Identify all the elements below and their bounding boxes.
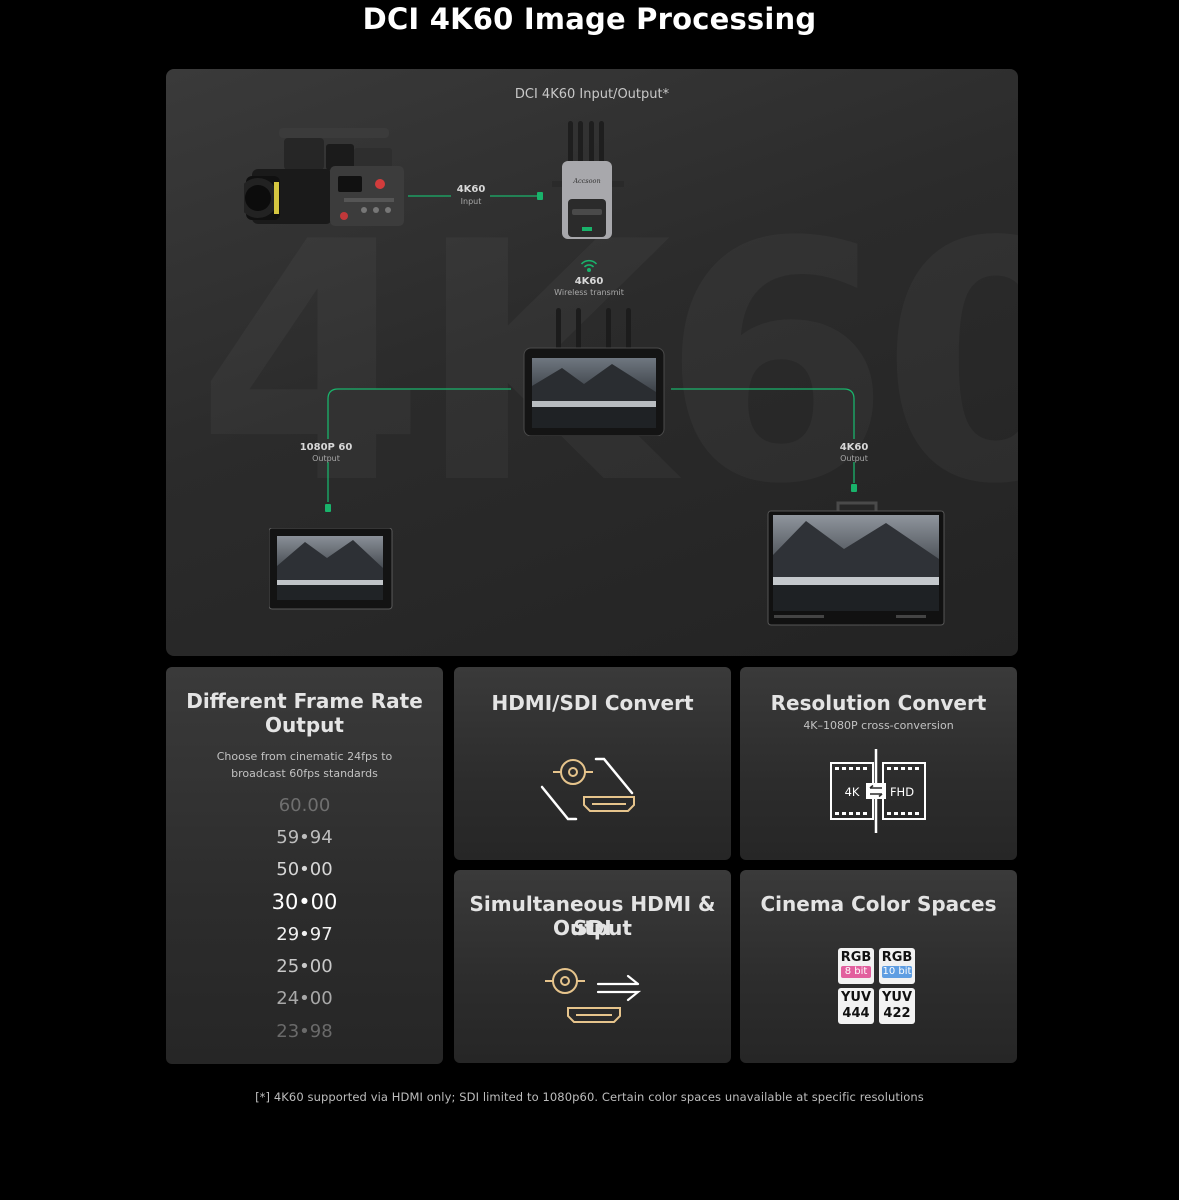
fps-option: 50•00 bbox=[276, 859, 333, 880]
hdmi-sdi-convert-card: HDMI/SDI Convert bbox=[454, 667, 731, 860]
resolution-convert-card: Resolution Convert 4K–1080P cross-conver… bbox=[740, 667, 1017, 860]
wireless-sublabel: Wireless transmit bbox=[554, 288, 624, 297]
color-spaces-card: Cinema Color Spaces RGB 8 bit RGB 10 bit… bbox=[740, 870, 1017, 1063]
right-output-label: 4K60 bbox=[839, 442, 869, 453]
input-sublabel: Input bbox=[460, 197, 482, 206]
fps-option: 24•00 bbox=[276, 988, 333, 1009]
svg-text:Accsoon: Accsoon bbox=[572, 177, 600, 185]
diagram-caption: DCI 4K60 Input/Output* bbox=[514, 87, 670, 102]
color-space-tile-top: RGB bbox=[881, 950, 913, 965]
resolution-left-label: 4K bbox=[844, 785, 860, 799]
resolution-convert-icon bbox=[830, 749, 926, 833]
fps-option: 23•98 bbox=[276, 1021, 333, 1042]
page-title: DCI 4K60 Image Processing bbox=[362, 2, 817, 36]
fps-option: 29•97 bbox=[276, 924, 333, 945]
color-space-tile-bottom: 422 bbox=[883, 1006, 911, 1021]
connection-lines bbox=[325, 192, 857, 512]
frame-rate-title-line2: Output bbox=[265, 713, 344, 737]
simultaneous-output-card: Simultaneous HDMI & SDI Output bbox=[454, 870, 731, 1063]
frame-rate-title-line1: Different Frame Rate bbox=[186, 689, 423, 713]
fps-option: 25•00 bbox=[276, 956, 333, 977]
color-space-tile-rgb-8bit: RGB 8 bit bbox=[838, 948, 874, 984]
color-space-tile-bottom: 444 bbox=[842, 1006, 870, 1021]
fps-option: 59•94 bbox=[276, 827, 333, 848]
diagram-panel: 4K60 DCI 4K60 Input/Output* bbox=[166, 69, 1018, 656]
frame-rate-subtitle-line1: Choose from cinematic 24fps to bbox=[216, 750, 393, 763]
hdmi-sdi-convert-title: HDMI/SDI Convert bbox=[491, 691, 694, 715]
transmitter-icon: Accsoon bbox=[552, 121, 624, 239]
simultaneous-title-line1: Simultaneous HDMI & SDI bbox=[469, 892, 716, 940]
simultaneous-title-line2: Output bbox=[553, 916, 632, 940]
wireless-signal-icon bbox=[580, 259, 598, 272]
right-output-sublabel: Output bbox=[840, 454, 868, 463]
color-space-tile-top: RGB bbox=[840, 950, 872, 965]
color-space-tile-top: YUV bbox=[881, 990, 913, 1005]
receiver-monitor-icon bbox=[523, 308, 665, 436]
color-space-tile-top: YUV bbox=[840, 990, 872, 1005]
left-output-label: 1080P 60 bbox=[299, 442, 353, 453]
large-monitor-icon bbox=[767, 501, 945, 626]
frame-rate-card: Different Frame Rate Output Choose from … bbox=[166, 667, 443, 1064]
frame-rate-subtitle-line2: broadcast 60fps standards bbox=[231, 767, 378, 780]
wireless-label: 4K60 bbox=[574, 276, 604, 287]
hdmi-sdi-convert-icon bbox=[540, 757, 635, 821]
resolution-right-label: FHD bbox=[889, 785, 915, 799]
resolution-convert-title: Resolution Convert bbox=[770, 691, 987, 715]
footnote: [*] 4K60 supported via HDMI only; SDI li… bbox=[255, 1090, 924, 1104]
color-spaces-title: Cinema Color Spaces bbox=[760, 892, 997, 916]
field-monitor-icon bbox=[269, 528, 393, 610]
color-space-tile-bottom: 10 bit bbox=[882, 966, 912, 978]
color-space-tile-yuv444: YUV 444 bbox=[838, 988, 874, 1024]
color-space-tile-rgb-10bit: RGB 10 bit bbox=[879, 948, 915, 984]
cinema-camera-icon bbox=[244, 128, 404, 226]
resolution-convert-subtitle: 4K–1080P cross-conversion bbox=[803, 719, 954, 732]
input-label: 4K60 bbox=[456, 184, 486, 195]
fps-option: 60.00 bbox=[278, 795, 331, 816]
color-space-tile-yuv422: YUV 422 bbox=[879, 988, 915, 1024]
color-space-tile-bottom: 8 bit bbox=[841, 966, 871, 978]
left-output-sublabel: Output bbox=[312, 454, 340, 463]
fps-option-selected: 30•00 bbox=[271, 890, 338, 914]
simultaneous-output-icon bbox=[545, 968, 642, 1023]
